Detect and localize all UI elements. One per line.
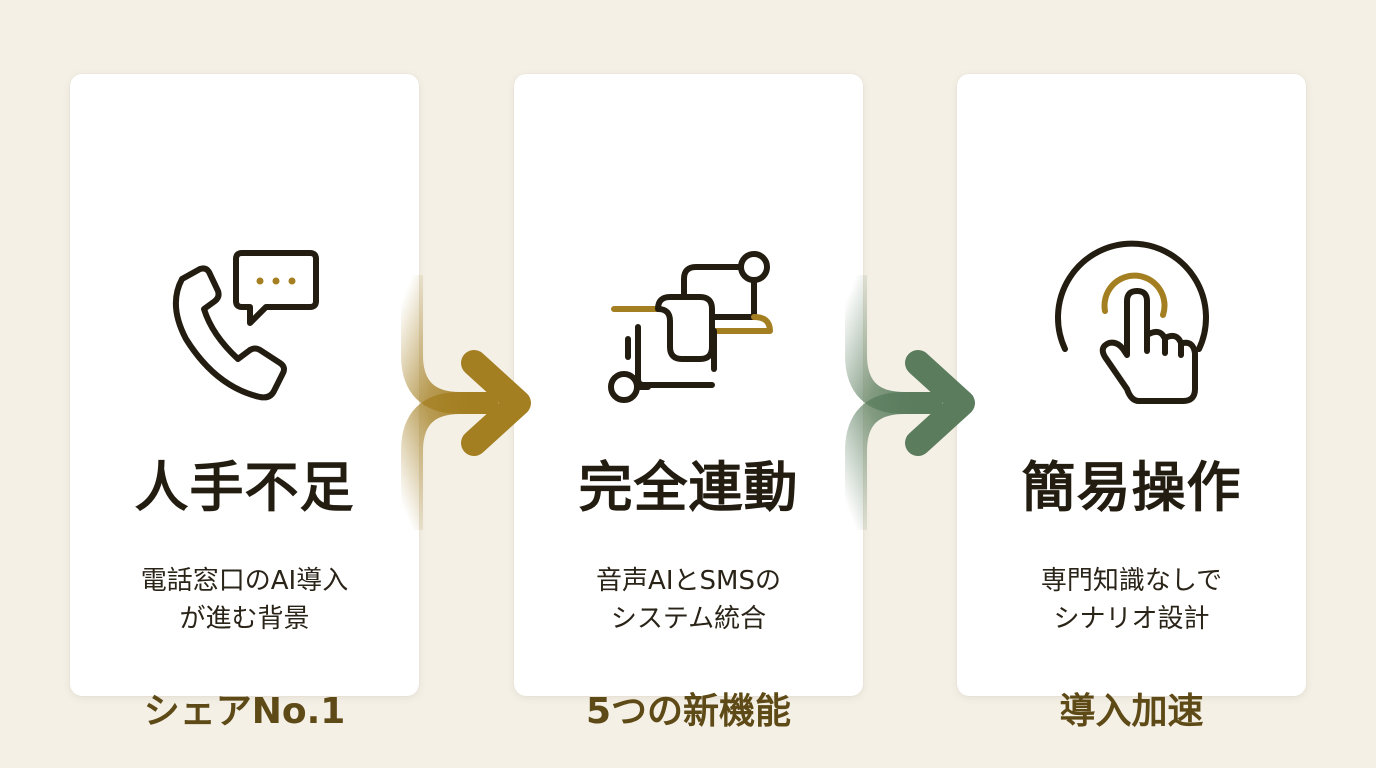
step-card-2: 完全連動 音声AIとSMSの システム統合 5つの新機能 [514, 74, 863, 730]
flow-arrow-gold-icon [394, 275, 534, 535]
step-title: 簡易操作 [1021, 455, 1242, 519]
step-tag: 導入加速 [1059, 691, 1204, 732]
step-description: 電話窓口のAI導入 が進む背景 [70, 562, 419, 638]
step-card-1: 人手不足 電話窓口のAI導入 が進む背景 シェアNo.1 [70, 74, 419, 730]
step-tag: 5つの新機能 [585, 691, 792, 732]
step-description: 専門知識なしで シナリオ設計 [957, 562, 1306, 638]
flow-arrow-green-icon [838, 275, 978, 535]
description-line-2: が進む背景 [179, 604, 310, 634]
description-line-2: シナリオ設計 [1053, 604, 1210, 634]
step-title: 完全連動 [578, 455, 799, 519]
step-title: 人手不足 [134, 455, 355, 519]
tap-gesture-icon [1047, 239, 1217, 419]
description-line-1: 電話窓口のAI導入 [140, 566, 349, 596]
description-line-1: 専門知識なしで [1040, 566, 1223, 596]
step-card-3: 簡易操作 専門知識なしで シナリオ設計 導入加速 [957, 74, 1306, 730]
description-line-2: システム統合 [610, 604, 767, 634]
phone-chat-icon [160, 239, 330, 419]
step-description: 音声AIとSMSの システム統合 [514, 562, 863, 638]
connection-flow-icon [604, 239, 774, 419]
step-tag: シェアNo.1 [143, 691, 346, 732]
description-line-1: 音声AIとSMSの [596, 566, 781, 596]
